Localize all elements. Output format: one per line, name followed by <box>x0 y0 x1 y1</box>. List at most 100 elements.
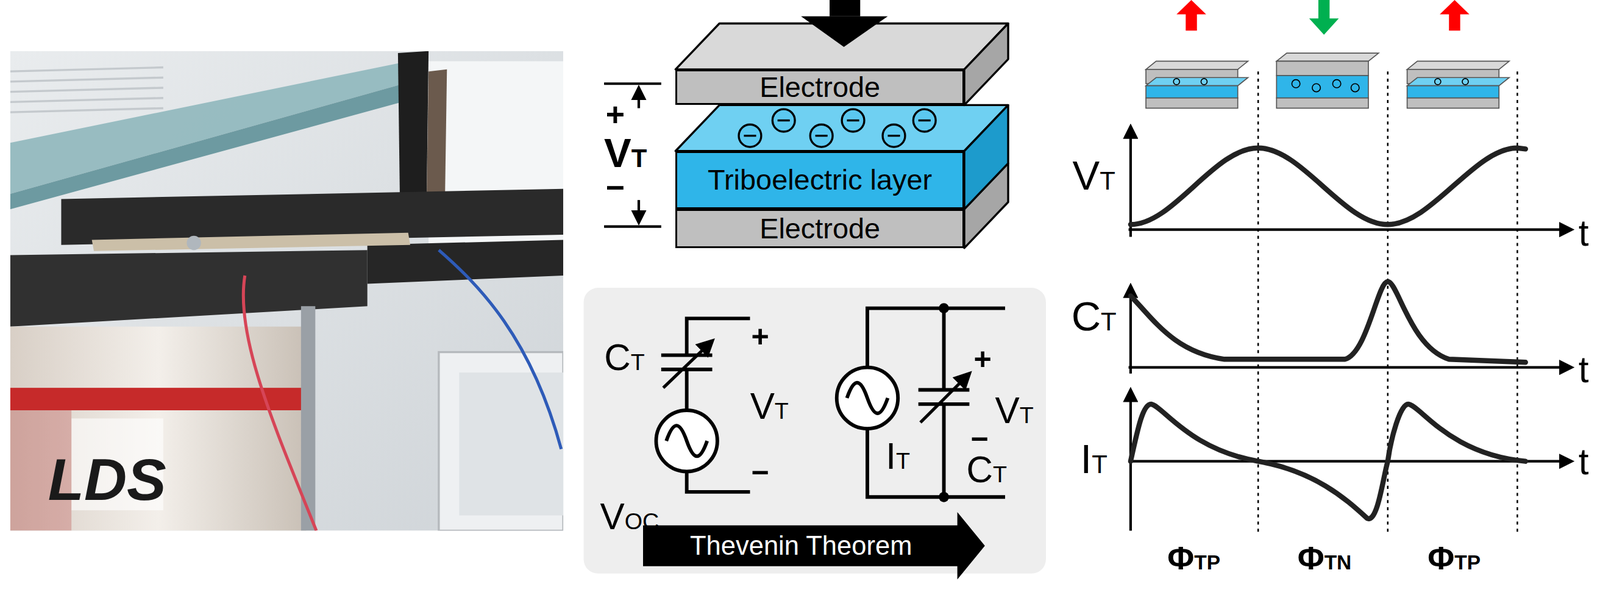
axis-label: VT <box>1072 154 1116 196</box>
press-arrow <box>800 0 888 47</box>
photo-setup <box>186 235 201 250</box>
icon-charges <box>1434 78 1441 85</box>
capacitance-label: CT <box>604 338 645 376</box>
open-circuit-model <box>655 410 717 472</box>
phase-label: ΦTN <box>1297 541 1352 575</box>
state-icon <box>1439 0 1470 15</box>
state-icon <box>1407 85 1500 99</box>
state-icon <box>1145 0 1248 108</box>
polarity-sign: − <box>605 171 625 205</box>
state-icon <box>1176 0 1207 15</box>
polarity-sign: + <box>605 98 625 132</box>
state-icon <box>1276 53 1379 61</box>
photo-setup <box>398 51 429 210</box>
photo-setup <box>458 372 564 516</box>
phase-divider <box>1516 71 1519 536</box>
norton-model <box>920 373 970 423</box>
norton-model <box>938 491 950 503</box>
press-arrow <box>800 16 888 47</box>
waveform <box>1130 404 1526 519</box>
negative-charges <box>777 119 790 122</box>
negative-charges <box>887 134 900 137</box>
axis-label: IT <box>1080 438 1108 480</box>
phase-divider <box>1257 71 1260 536</box>
norton-model <box>942 404 946 497</box>
node-text: Triboelectric layer <box>707 165 932 195</box>
voltage-bracket <box>637 87 640 108</box>
capacitance-label: CT <box>966 451 1008 488</box>
negative-charges <box>913 109 936 132</box>
state-icon <box>1145 98 1238 109</box>
time-axis-label: t <box>1578 351 1590 388</box>
open-circuit-model <box>685 369 689 411</box>
norton-model <box>938 302 950 314</box>
photo-setup <box>10 51 564 531</box>
source-label: VOC <box>600 497 660 535</box>
polarity-sign: + <box>973 343 992 375</box>
photo-setup <box>10 79 421 210</box>
teng-structure <box>675 23 1009 249</box>
state-icon <box>1309 18 1340 35</box>
negative-charges <box>743 134 756 137</box>
icon-charges <box>1200 78 1207 85</box>
phase-label: ΦTP <box>1427 541 1481 575</box>
thevenin-arrow: Thevenin Theorem <box>643 512 985 580</box>
open-circuit-model <box>663 340 712 388</box>
electrode-plate: Electrode <box>675 69 965 106</box>
teng-structure <box>964 104 1009 210</box>
triboelectric-layer: Triboelectric layer <box>675 151 965 210</box>
state-icon <box>1407 0 1510 108</box>
state-icon <box>1145 85 1238 99</box>
icon-charges <box>1351 83 1360 92</box>
photo-setup <box>426 69 447 207</box>
press-arrow <box>829 0 861 17</box>
node-text: Electrode <box>759 214 881 244</box>
waveform <box>1130 281 1526 363</box>
voltage-label: VT <box>750 387 789 425</box>
voltage-bracket <box>637 199 640 223</box>
axes <box>1129 126 1132 238</box>
negative-charges <box>738 109 936 147</box>
state-icon <box>1407 60 1510 69</box>
state-icon <box>1407 77 1510 86</box>
voltage-bracket <box>604 225 662 228</box>
voltage-label: VT <box>994 391 1034 429</box>
current-label: IT <box>885 437 911 475</box>
electrode-plate: Electrode <box>675 209 965 249</box>
state-icon <box>1145 77 1248 86</box>
time-axis-label: t <box>1578 214 1590 252</box>
photo-setup <box>10 98 164 103</box>
photo-setup <box>92 232 411 252</box>
polarity-sign: + <box>751 321 770 352</box>
negative-charges <box>810 124 833 147</box>
node-text: Electrode <box>759 73 881 102</box>
arrow-shape <box>643 512 985 580</box>
icon-charges <box>1462 78 1469 85</box>
open-circuit-model <box>686 471 751 492</box>
negative-charges <box>841 109 865 132</box>
teng-structure <box>964 23 1009 106</box>
norton-model <box>942 308 946 391</box>
negative-charges <box>738 124 762 147</box>
state-icon <box>1276 98 1369 109</box>
open-circuit-model <box>655 318 750 492</box>
state-icon <box>1276 0 1379 108</box>
negative-charges <box>815 134 828 137</box>
open-circuit-model <box>666 425 708 456</box>
icon-charges <box>1332 79 1341 88</box>
norton-model <box>918 388 970 392</box>
axes <box>1128 228 1572 232</box>
icon-charges <box>1312 83 1321 92</box>
photo-setup <box>10 87 164 93</box>
icon-charges <box>1173 78 1180 85</box>
waveform <box>1130 148 1526 519</box>
voltage-bracket <box>604 83 662 227</box>
icon-charges <box>1173 78 1469 93</box>
state-icon <box>1318 0 1330 21</box>
norton-model <box>847 382 889 414</box>
state-icon <box>1276 75 1369 99</box>
open-circuit-model <box>686 318 751 355</box>
photo-setup <box>10 51 564 531</box>
state-icon <box>1145 60 1248 69</box>
